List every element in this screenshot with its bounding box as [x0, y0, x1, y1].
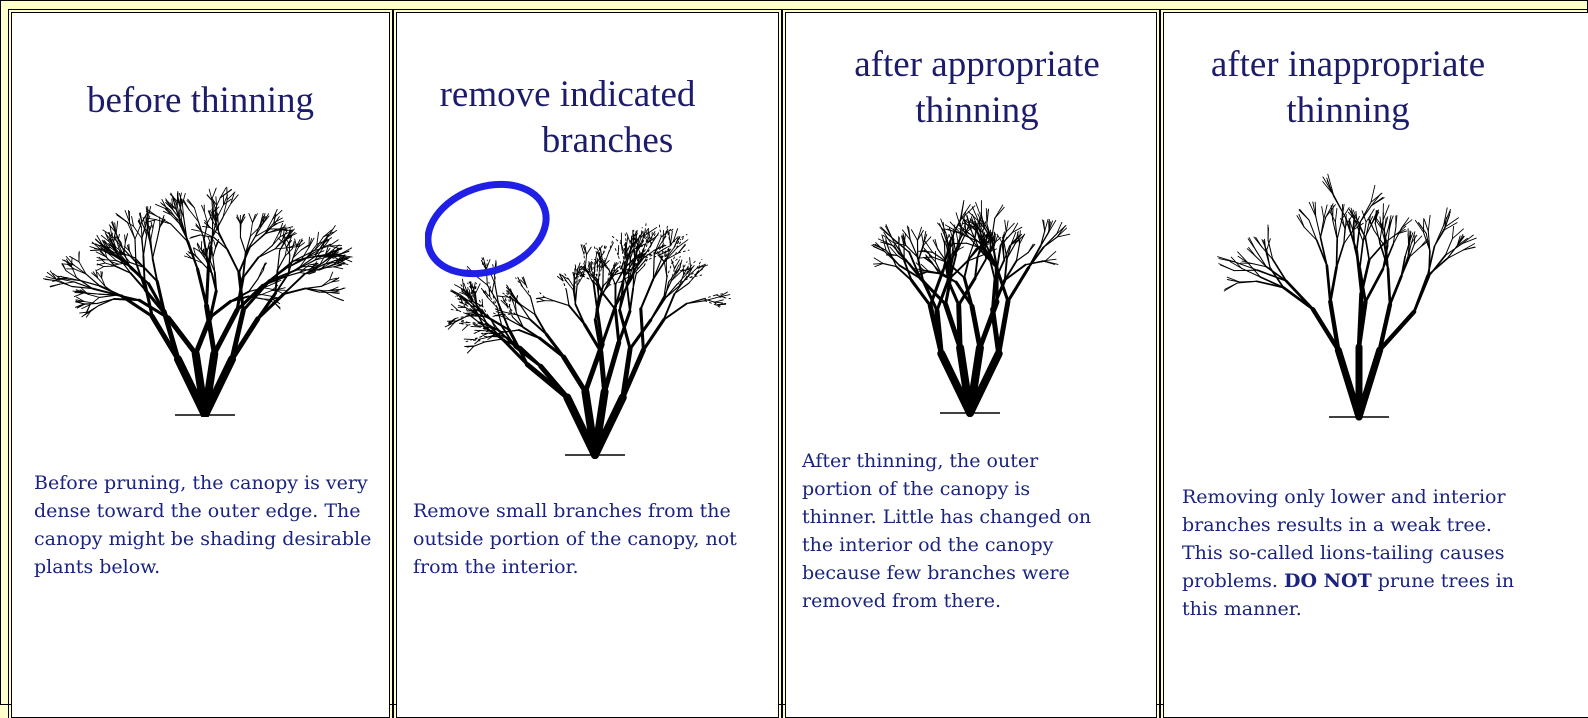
panel-caption: Removing only lower and interior branche…: [1182, 483, 1532, 623]
panel-caption: Before pruning, the canopy is very dense…: [34, 469, 374, 581]
tree-lionstailed-icon: [1204, 153, 1514, 433]
panel-title-line1: remove indicated: [377, 73, 758, 117]
panel-title-line2: branches: [417, 119, 798, 163]
panel-remove-branches: remove indicated branches Remove small b…: [396, 12, 779, 718]
highlight-ring-icon: [425, 169, 559, 290]
tree-thinned-icon: [800, 141, 1140, 421]
tree-illustration-dense: [40, 147, 370, 417]
panel-appropriate-thinning: after appropriate thinning After thinnin…: [785, 12, 1157, 718]
panel-title-line2: thinning: [792, 89, 1162, 133]
panel-title-line1: after appropriate: [792, 43, 1162, 87]
panel-title: before thinning: [12, 79, 389, 123]
panel-title-line2: thinning: [1136, 89, 1560, 133]
panel-title-line1: after inappropriate: [1136, 43, 1560, 87]
tree-illustration-lionstailed: [1204, 153, 1514, 433]
tree-illustration-marked: [425, 163, 765, 463]
caption-warning: DO NOT: [1284, 570, 1372, 592]
panel-caption: After thinning, the outer portion of the…: [802, 447, 1102, 615]
panel-caption: Remove small branches from the outside p…: [413, 497, 763, 581]
panel-inappropriate-thinning: after inappropriate thinning Removing on…: [1163, 12, 1588, 718]
panel-before-thinning: before thinning Before pruning, the cano…: [11, 12, 390, 718]
tree-marked-icon: [425, 163, 765, 463]
tree-illustration-thinned: [800, 141, 1140, 421]
tree-dense-icon: [40, 147, 370, 417]
